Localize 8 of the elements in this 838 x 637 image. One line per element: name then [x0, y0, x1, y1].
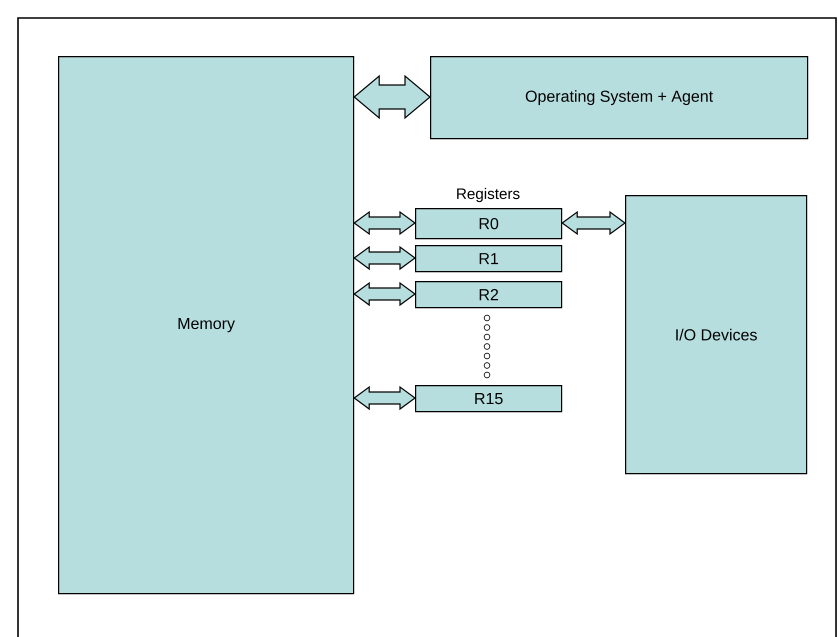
heading: Registers	[457, 188, 520, 202]
block-box: Memory	[58, 56, 354, 594]
block-box: I/O Devices	[625, 195, 808, 474]
register-box: R2	[415, 281, 562, 308]
register-box: R1	[415, 245, 562, 272]
register-box: R15	[415, 385, 562, 412]
register-box: R0	[415, 208, 562, 240]
block-box: Operating System + Agent	[430, 56, 808, 140]
